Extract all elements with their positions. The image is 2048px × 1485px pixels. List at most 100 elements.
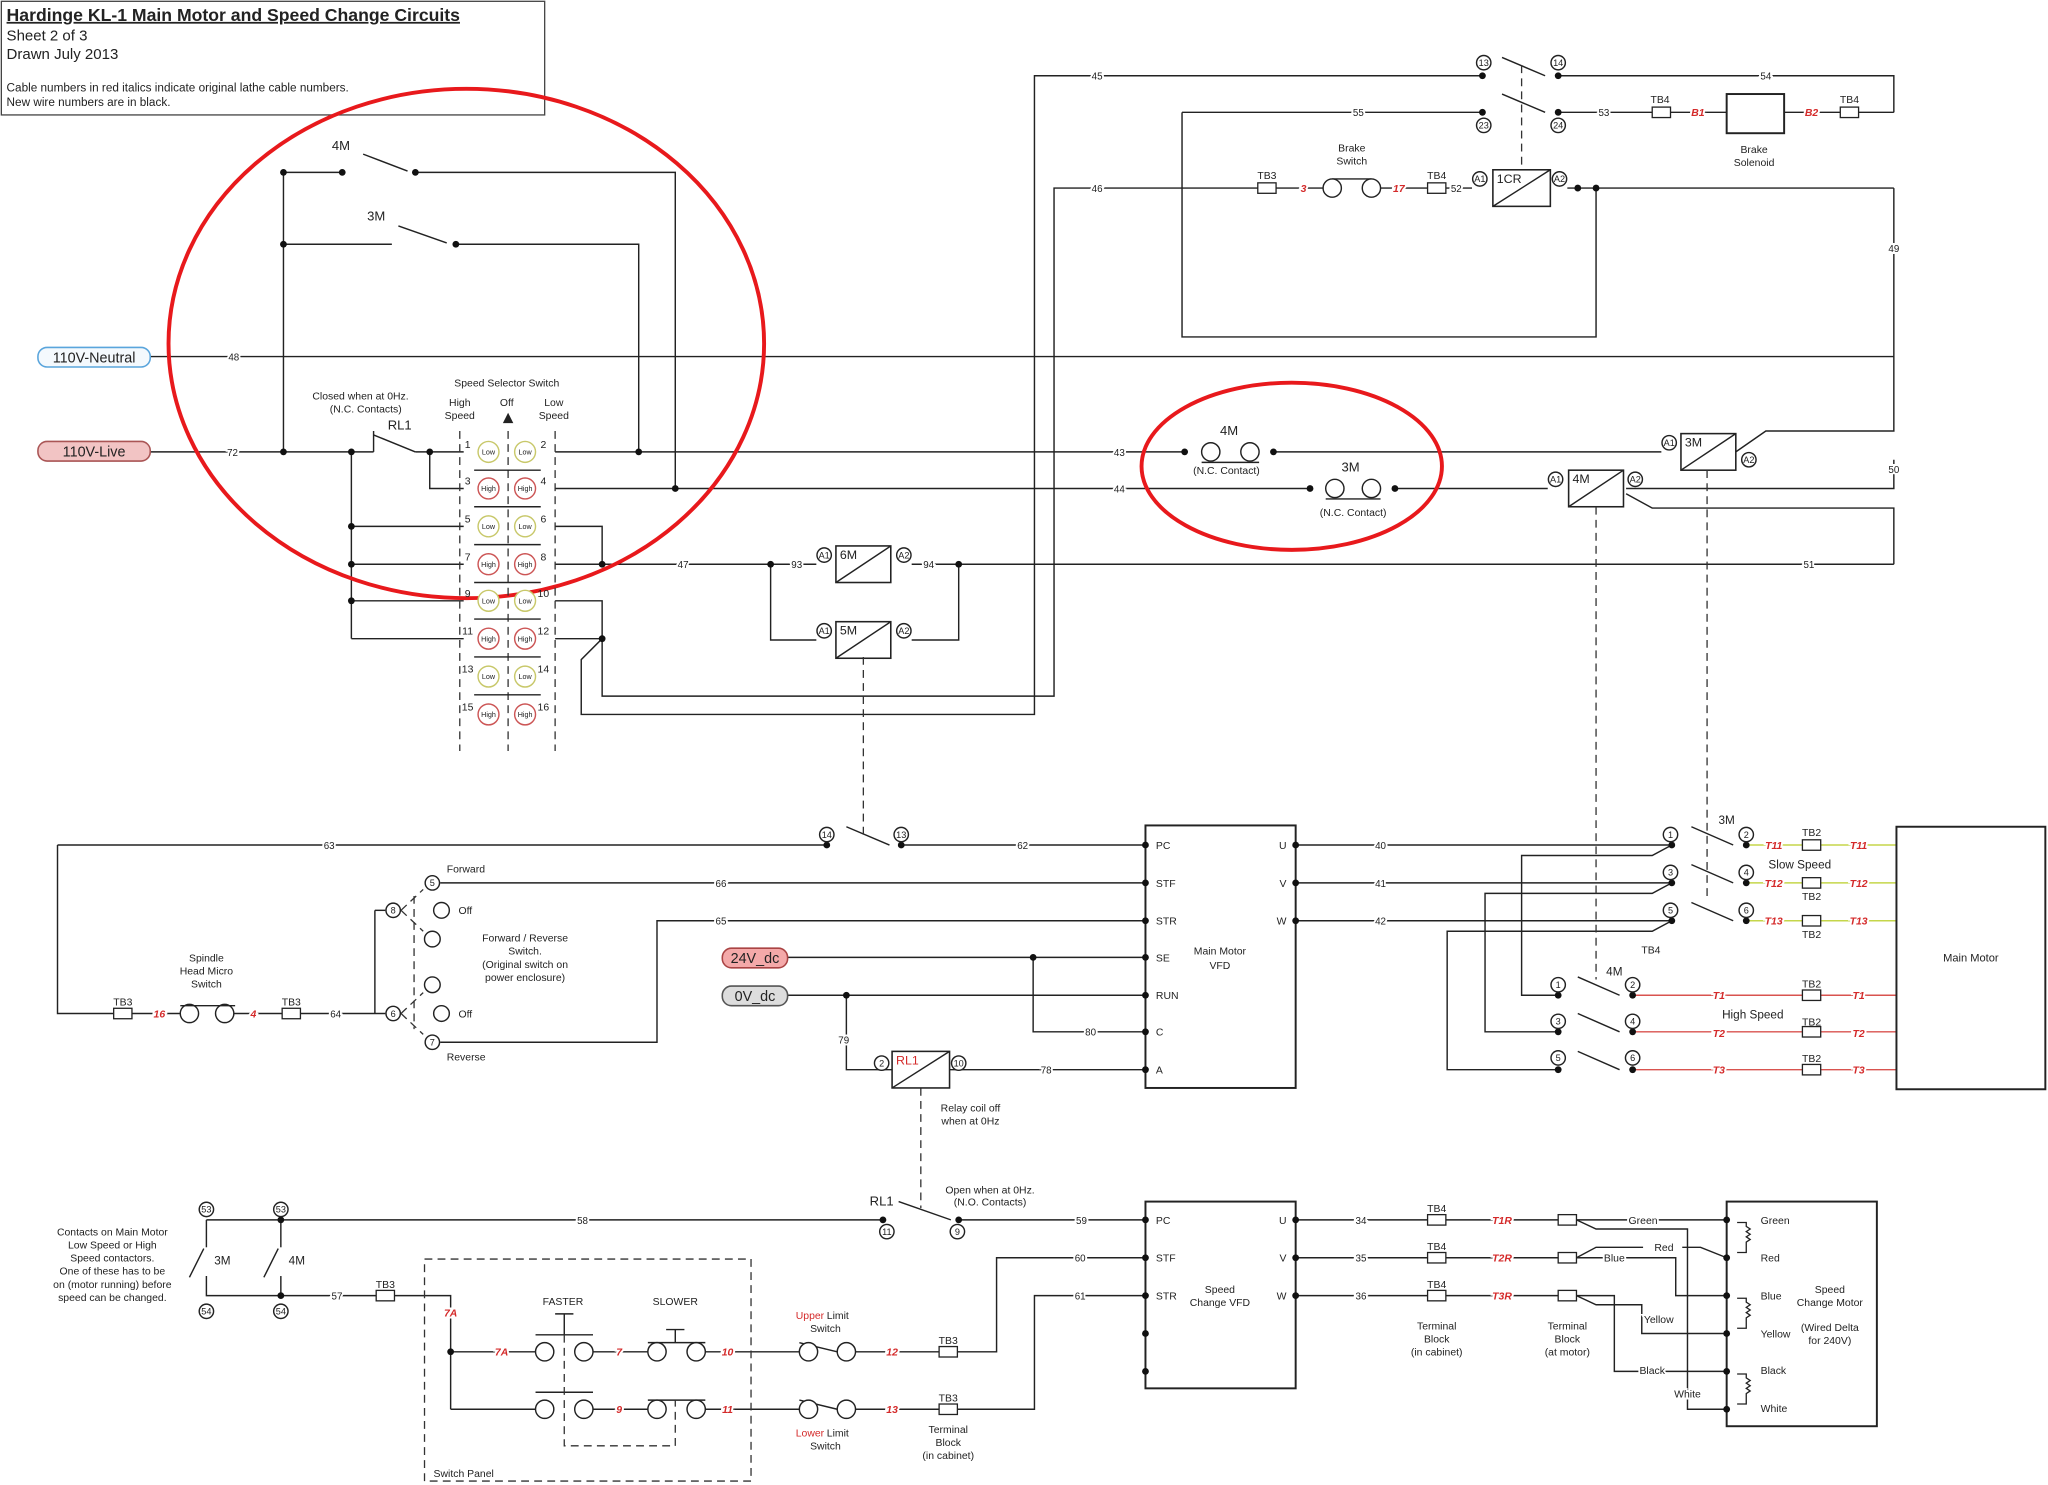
wire-number: 57 bbox=[332, 1292, 343, 1303]
label: Spindle bbox=[189, 953, 224, 964]
junction-dot bbox=[1142, 1254, 1149, 1262]
junction-dot bbox=[1554, 991, 1562, 999]
label: Lower bbox=[796, 1429, 825, 1440]
label: Main Motor bbox=[1943, 952, 1999, 964]
junction-dot bbox=[1574, 184, 1582, 192]
contact-position-label: High bbox=[481, 561, 496, 569]
junction-dot bbox=[1142, 1216, 1149, 1224]
wire-number: 72 bbox=[227, 448, 238, 459]
junction-dot bbox=[347, 522, 355, 530]
junction-dot bbox=[1723, 1330, 1731, 1337]
terminal-number: 13 bbox=[1479, 58, 1489, 68]
label: TB4 bbox=[1650, 95, 1669, 106]
label: Terminal bbox=[1548, 1322, 1587, 1333]
contact-3m-arm bbox=[188, 1248, 205, 1278]
label: Speed bbox=[445, 411, 475, 422]
off-arrow-icon bbox=[502, 412, 514, 424]
terminal-block bbox=[1426, 182, 1447, 194]
cable-number: 7 bbox=[616, 1348, 623, 1359]
control-wire bbox=[911, 564, 960, 641]
cable-number: T11 bbox=[1765, 841, 1782, 852]
contact-position-label: Low bbox=[482, 449, 496, 457]
wire-number: 35 bbox=[1356, 1254, 1367, 1265]
label: Off bbox=[458, 906, 472, 917]
terminal-number-circle bbox=[198, 1201, 215, 1218]
terminal-number-circle bbox=[1661, 434, 1678, 451]
label: 3M bbox=[367, 209, 385, 224]
terminal-number-circle bbox=[1627, 471, 1644, 488]
label: VFD bbox=[1209, 961, 1230, 972]
contact-position-label: Low bbox=[518, 673, 532, 681]
terminal-number-circle bbox=[272, 1201, 289, 1218]
terminal-block bbox=[1557, 1251, 1578, 1264]
contacts-note: Low Speed or High bbox=[68, 1241, 157, 1252]
junction-dot bbox=[671, 485, 679, 492]
wire-number: 66 bbox=[716, 879, 727, 890]
terminal-number: 53 bbox=[201, 1205, 211, 1215]
terminal-number: 4 bbox=[1630, 1017, 1635, 1027]
switch-panel-outline bbox=[423, 1258, 752, 1482]
junction-dot bbox=[426, 448, 434, 456]
junction-dot bbox=[1554, 72, 1562, 80]
contact-position-label: High bbox=[481, 635, 496, 643]
control-wire bbox=[455, 243, 640, 452]
terminal-number-circle bbox=[385, 902, 402, 919]
terminal-number: 3 bbox=[1556, 1017, 1561, 1027]
wire-number: 61 bbox=[1075, 1292, 1086, 1303]
contact-23-24-arm bbox=[1501, 93, 1546, 113]
coil-6m-label: 6M bbox=[840, 548, 857, 562]
label: TB4 bbox=[1641, 945, 1660, 956]
junction-dot bbox=[1142, 917, 1149, 925]
terminal-number-circle bbox=[198, 1303, 215, 1320]
wire-number: 36 bbox=[1356, 1292, 1367, 1303]
terminal-number: A1 bbox=[819, 626, 830, 636]
terminal-number: 5 bbox=[1556, 1053, 1561, 1063]
label: TB3 bbox=[939, 1393, 958, 1404]
contact-position-label: Low bbox=[518, 597, 532, 605]
terminal-block bbox=[375, 1289, 396, 1302]
control-wire bbox=[957, 1257, 1146, 1353]
motor-terminal-label: Black bbox=[1761, 1366, 1787, 1377]
junction-dot bbox=[1554, 1028, 1562, 1036]
motor-terminal-label: Red bbox=[1761, 1254, 1780, 1265]
wire-number: 63 bbox=[324, 841, 335, 852]
wire-number: 78 bbox=[1041, 1066, 1052, 1077]
page-title: Hardinge KL-1 Main Motor and Speed Chang… bbox=[7, 5, 461, 25]
label: (N.C. Contact) bbox=[1320, 508, 1387, 519]
contact-4m-arm bbox=[263, 1248, 279, 1278]
spindle-switch-contact bbox=[214, 1003, 235, 1024]
label: for 240V) bbox=[1808, 1336, 1851, 1347]
dc0-supply-label: 0V_dc bbox=[735, 989, 776, 1005]
wire-number: 55 bbox=[1353, 108, 1364, 119]
cable-number: T3R bbox=[1492, 1292, 1512, 1303]
terminal-block bbox=[1839, 106, 1860, 119]
label: (Original switch on bbox=[482, 960, 568, 971]
low-contact bbox=[513, 515, 537, 538]
selector-terminal-number: 12 bbox=[538, 627, 550, 638]
contactor-arm bbox=[1577, 1050, 1620, 1071]
vfd-pin-label: V bbox=[1280, 1254, 1287, 1265]
terminal-number: 14 bbox=[1553, 58, 1563, 68]
terminal-number: A1 bbox=[1664, 438, 1675, 448]
low-contact bbox=[477, 515, 500, 538]
control-wire bbox=[1576, 1246, 1644, 1259]
selector-terminal-number: 3 bbox=[465, 477, 471, 488]
cable-number: 7A bbox=[444, 1309, 457, 1320]
junction-dot bbox=[1270, 448, 1277, 456]
contacts-note: Contacts on Main Motor bbox=[57, 1228, 168, 1239]
terminal-number-circle bbox=[1662, 902, 1679, 919]
terminal-number-circle bbox=[895, 622, 912, 639]
terminal-number-circle bbox=[272, 1303, 289, 1320]
junction-dot bbox=[1142, 879, 1149, 887]
brake-solenoid bbox=[1725, 93, 1786, 135]
vfd-pin-label: STF bbox=[1156, 1254, 1176, 1265]
drawn-date: Drawn July 2013 bbox=[7, 46, 119, 63]
terminal-number: 8 bbox=[391, 906, 396, 916]
cable-number: T11 bbox=[1850, 841, 1867, 852]
junction-dot bbox=[955, 1216, 963, 1224]
terminal-number-circle bbox=[1550, 1013, 1567, 1030]
motor-winding-icon bbox=[1737, 1297, 1752, 1329]
junction-dot bbox=[1668, 879, 1676, 887]
contactor-arm bbox=[1577, 1012, 1620, 1033]
brake-switch-contact bbox=[1322, 178, 1343, 198]
